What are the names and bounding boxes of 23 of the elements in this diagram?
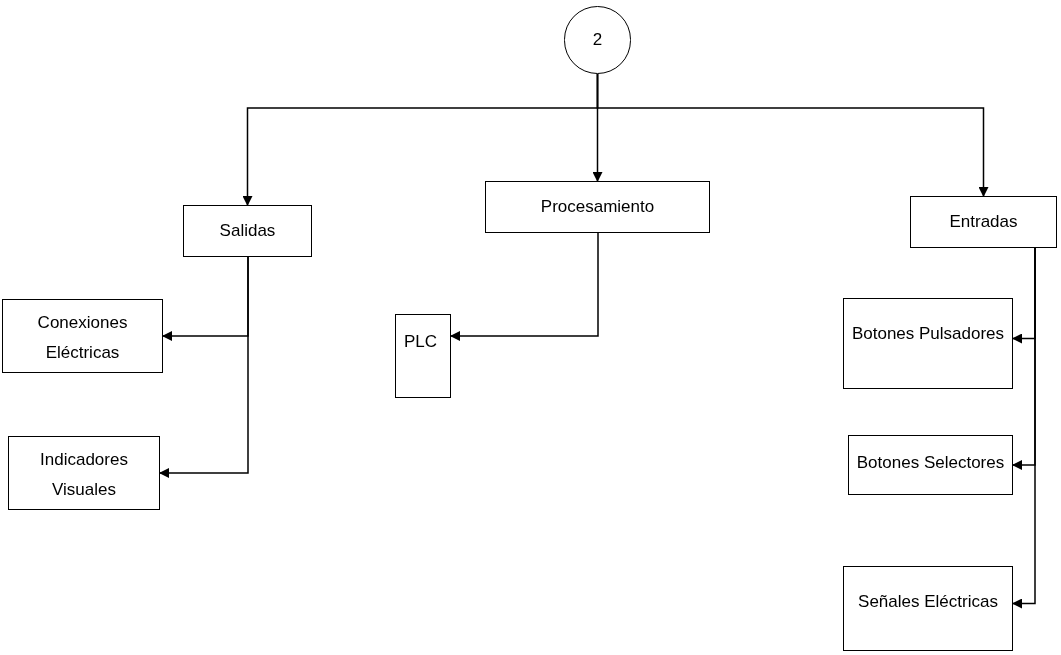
node-label: PLC (404, 331, 438, 353)
category-box (910, 196, 1057, 248)
node-label: Salidas (219, 220, 276, 242)
node-label: Botones Selectores (856, 452, 1005, 474)
item-box (848, 435, 1013, 495)
arrow (1012, 247, 1036, 609)
category-box (183, 205, 312, 257)
node-label: Señales Eléctricas (858, 591, 998, 613)
item-box (843, 298, 1013, 389)
node-label: Botones Pulsadores (851, 323, 1005, 345)
arrow (450, 232, 599, 341)
category-box (485, 181, 710, 233)
item-box (2, 299, 163, 373)
arrow (596, 73, 989, 197)
node-label: Procesamiento (540, 196, 655, 218)
item-box (843, 566, 1013, 651)
node-label: 2 (592, 29, 603, 51)
item-box (395, 314, 451, 398)
node-label: Conexiones Eléctricas (36, 312, 129, 364)
item-box (8, 436, 160, 510)
node-label: Indicadores Visuales (39, 449, 129, 501)
arrow (159, 256, 249, 478)
node-label: Entradas (949, 211, 1018, 233)
